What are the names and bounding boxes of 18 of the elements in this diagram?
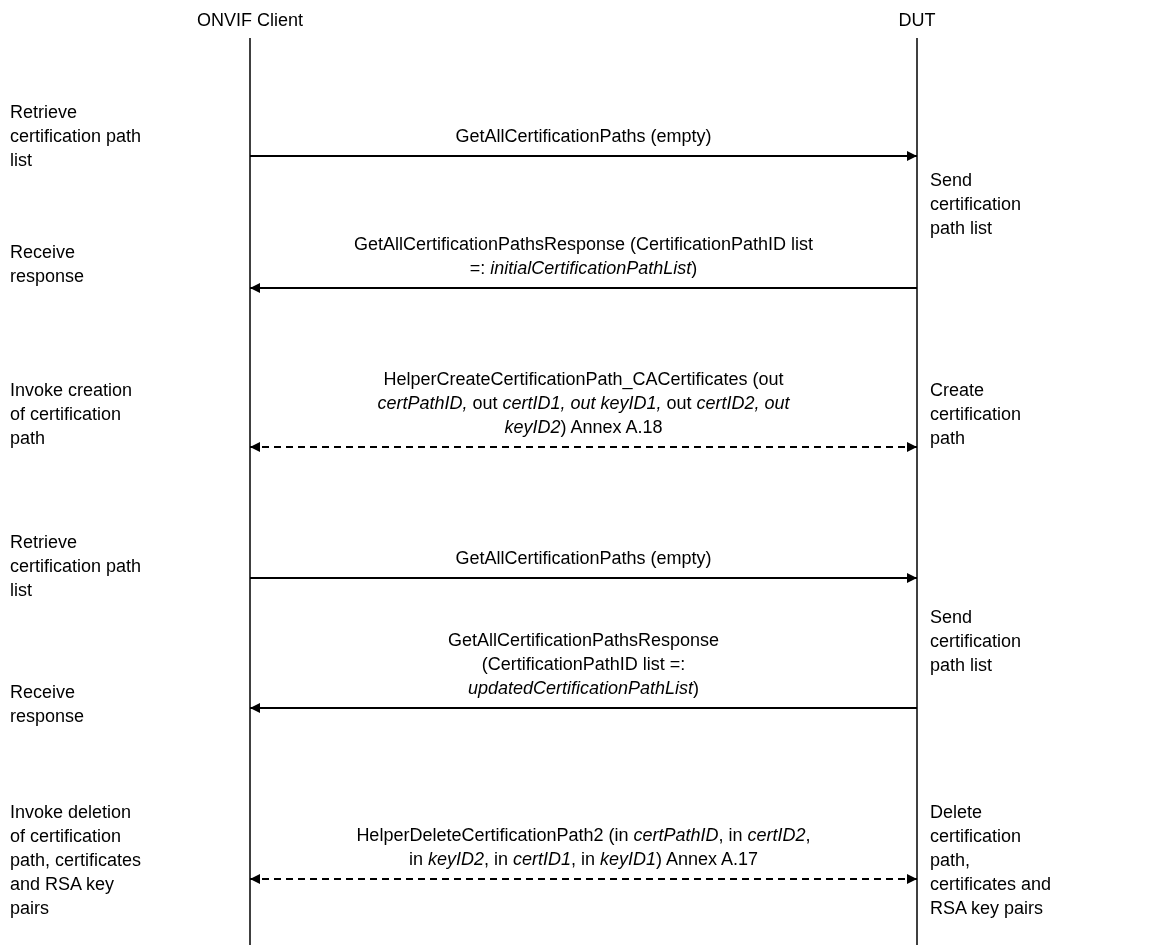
step-note: Send certification path list [930,169,1023,240]
message-arrow [249,573,918,583]
step-note: Send certification path list [930,606,1023,677]
message-arrow [249,703,918,713]
message-arrow [249,151,918,161]
message-arrow [249,874,918,884]
step-note: Create certification path [930,379,1023,450]
step-note: Invoke deletion of certification path, certificates and RSA key pairs [10,801,143,920]
step-note: Retrieve certification path list [10,101,143,172]
message-arrow [249,442,918,452]
step-note: Invoke creation of certification path [10,379,134,450]
step-note: Receive response [10,681,86,728]
step-note: Retrieve certification path list [10,531,143,602]
step-note: Receive response [10,241,86,288]
participant-name: DUT [897,9,937,32]
message-arrow [249,283,918,293]
participant-name: ONVIF Client [196,9,304,32]
step-note: Delete certification path, certificates and RSA key pairs [930,801,1053,920]
